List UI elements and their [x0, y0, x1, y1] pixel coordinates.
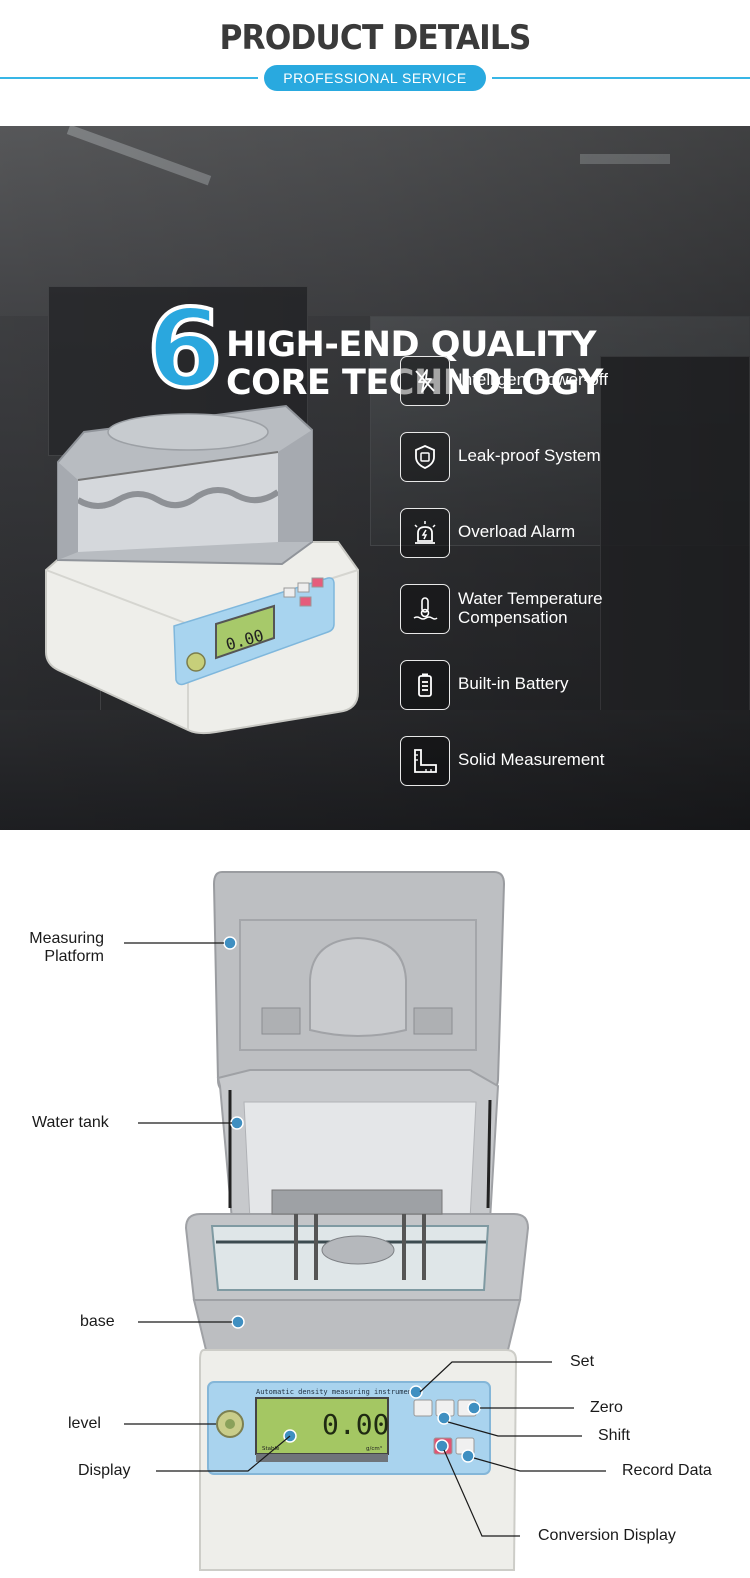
feature-label-line1: Water Temperature: [458, 589, 603, 608]
lab-floor: [0, 710, 750, 830]
callout-label: Measuring: [29, 930, 104, 947]
feature-label-line2: Compensation: [458, 608, 568, 627]
density-meter-image: 0.00: [45, 404, 359, 735]
feature-label: Leak-proof System: [458, 446, 601, 465]
ceiling-light: [580, 154, 670, 164]
diagram-display-reading: 0.00: [322, 1408, 389, 1441]
shield-icon: [400, 432, 450, 482]
feature-count-number: 6: [145, 287, 224, 412]
callout-zero: Zero: [590, 1399, 623, 1416]
callout-water-tank: Water tank: [32, 1114, 109, 1131]
feature-label: Overload Alarm: [458, 522, 576, 541]
section-header: PRODUCT DETAILS PROFESSIONAL SERVICE: [0, 0, 750, 126]
display-label-unit: g/cm³: [366, 1445, 382, 1452]
ruler-icon: [400, 736, 450, 786]
feature-item-temperature-compensation: Water Temperature Compensation: [400, 584, 740, 636]
feature-item-leak-proof: Leak-proof System: [400, 432, 740, 484]
callout-measuring-platform: Measuring Platform: [18, 930, 104, 966]
feature-item-overload-alarm: Overload Alarm: [400, 508, 740, 560]
hero-banner: 6 HIGH-END QUALITY CORE TECHNOLOGY 0.00: [0, 126, 750, 830]
hero-title-line2: CORE TECHNOLOGY: [226, 363, 603, 403]
thermometer-water-icon: [400, 584, 450, 634]
density-meter-diagram-image: Automatic density measuring instrument 0…: [124, 871, 606, 1571]
feature-label: Intelligent Power-off: [458, 370, 608, 389]
alarm-icon: [400, 508, 450, 558]
feature-label: Solid Measurement: [458, 750, 605, 769]
feature-item-battery: Built-in Battery: [400, 660, 740, 712]
feature-label: Built-in Battery: [458, 674, 569, 693]
callout-level: level: [68, 1415, 101, 1432]
callout-display: Display: [78, 1462, 131, 1479]
feature-label: Water Temperature Compensation: [458, 589, 738, 627]
callout-shift: Shift: [598, 1427, 631, 1444]
panel-brand-text: Automatic density measuring instrument: [256, 1388, 416, 1396]
header-divider-right: [492, 77, 750, 79]
callout-conversion-display: Conversion Display: [538, 1527, 676, 1544]
lab-ceiling: [0, 126, 750, 316]
page-title: PRODUCT DETAILS: [219, 18, 532, 58]
battery-icon: [400, 660, 450, 710]
feature-item-power-off: Intelligent Power-off: [400, 356, 740, 408]
instrument-diagram: Automatic density measuring instrument 0…: [0, 830, 750, 1578]
feature-item-solid-measurement: Solid Measurement: [400, 736, 740, 788]
power-off-icon: [400, 356, 450, 406]
callout-label: Platform: [44, 948, 104, 965]
callout-base: base: [80, 1313, 115, 1330]
hero-title: HIGH-END QUALITY CORE TECHNOLOGY: [226, 326, 646, 402]
display-label-stable: Stable: [262, 1446, 280, 1452]
header-divider-left: [0, 77, 258, 79]
callout-record-data: Record Data: [622, 1462, 712, 1479]
hero-title-line1: HIGH-END QUALITY: [226, 325, 597, 365]
subtitle-badge: PROFESSIONAL SERVICE: [264, 65, 486, 91]
callout-set: Set: [570, 1353, 595, 1370]
